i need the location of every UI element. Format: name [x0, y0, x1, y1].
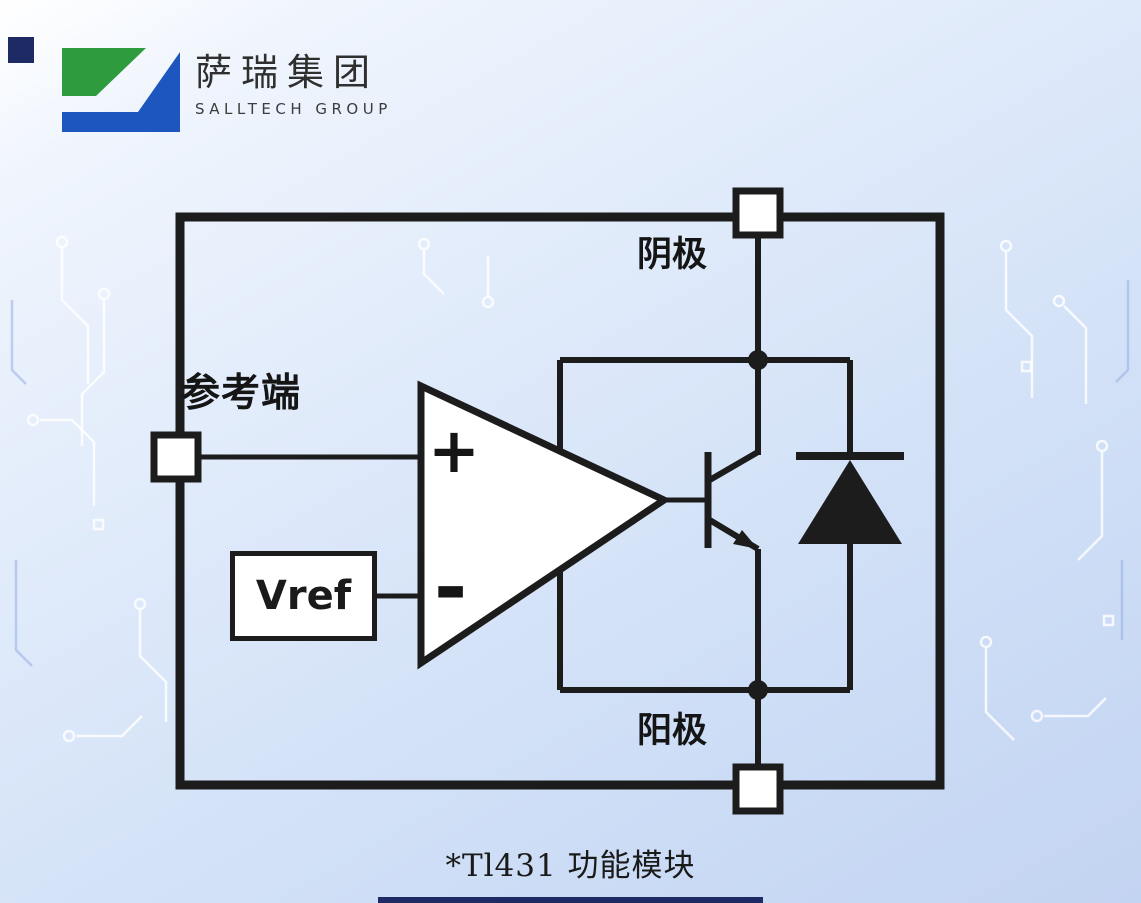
salltech-logo-icon	[62, 48, 180, 132]
pin-square-cathode	[732, 187, 784, 239]
logo-company-name: 萨瑞集团	[195, 51, 379, 94]
corner-accent-square	[8, 37, 34, 63]
anode-label: 阳极	[637, 711, 708, 751]
block-outline	[175, 212, 945, 790]
pin-square-anode	[732, 763, 784, 815]
logo-company-name-en: SALLTECH GROUP	[195, 99, 392, 118]
logo-green-shape	[62, 48, 146, 96]
logo-blue-shape	[62, 52, 180, 132]
logo: 萨瑞集团 SALLTECH GROUP	[62, 48, 392, 132]
logo-text: 萨瑞集团 SALLTECH GROUP	[195, 48, 392, 118]
vref-block: Vref	[230, 551, 377, 641]
vref-label: Vref	[255, 573, 352, 619]
opamp-inverting-input-label: -	[434, 541, 468, 634]
diagram-caption: *Tl431 功能模块	[445, 848, 696, 884]
diode-triangle	[798, 460, 902, 544]
bottom-accent-bar	[378, 897, 763, 903]
junction-dot-bottom	[748, 680, 768, 700]
transistor-emitter-arrow	[733, 530, 758, 549]
pin-square-reference	[150, 431, 202, 483]
cathode-label: 阴极	[637, 235, 708, 275]
opamp-triangle	[417, 380, 672, 670]
opamp-noninverting-input-label: +	[428, 414, 480, 487]
junction-dot-top	[748, 350, 768, 370]
transistor-collector	[706, 449, 760, 484]
reference-terminal-label: 参考端	[181, 371, 302, 416]
